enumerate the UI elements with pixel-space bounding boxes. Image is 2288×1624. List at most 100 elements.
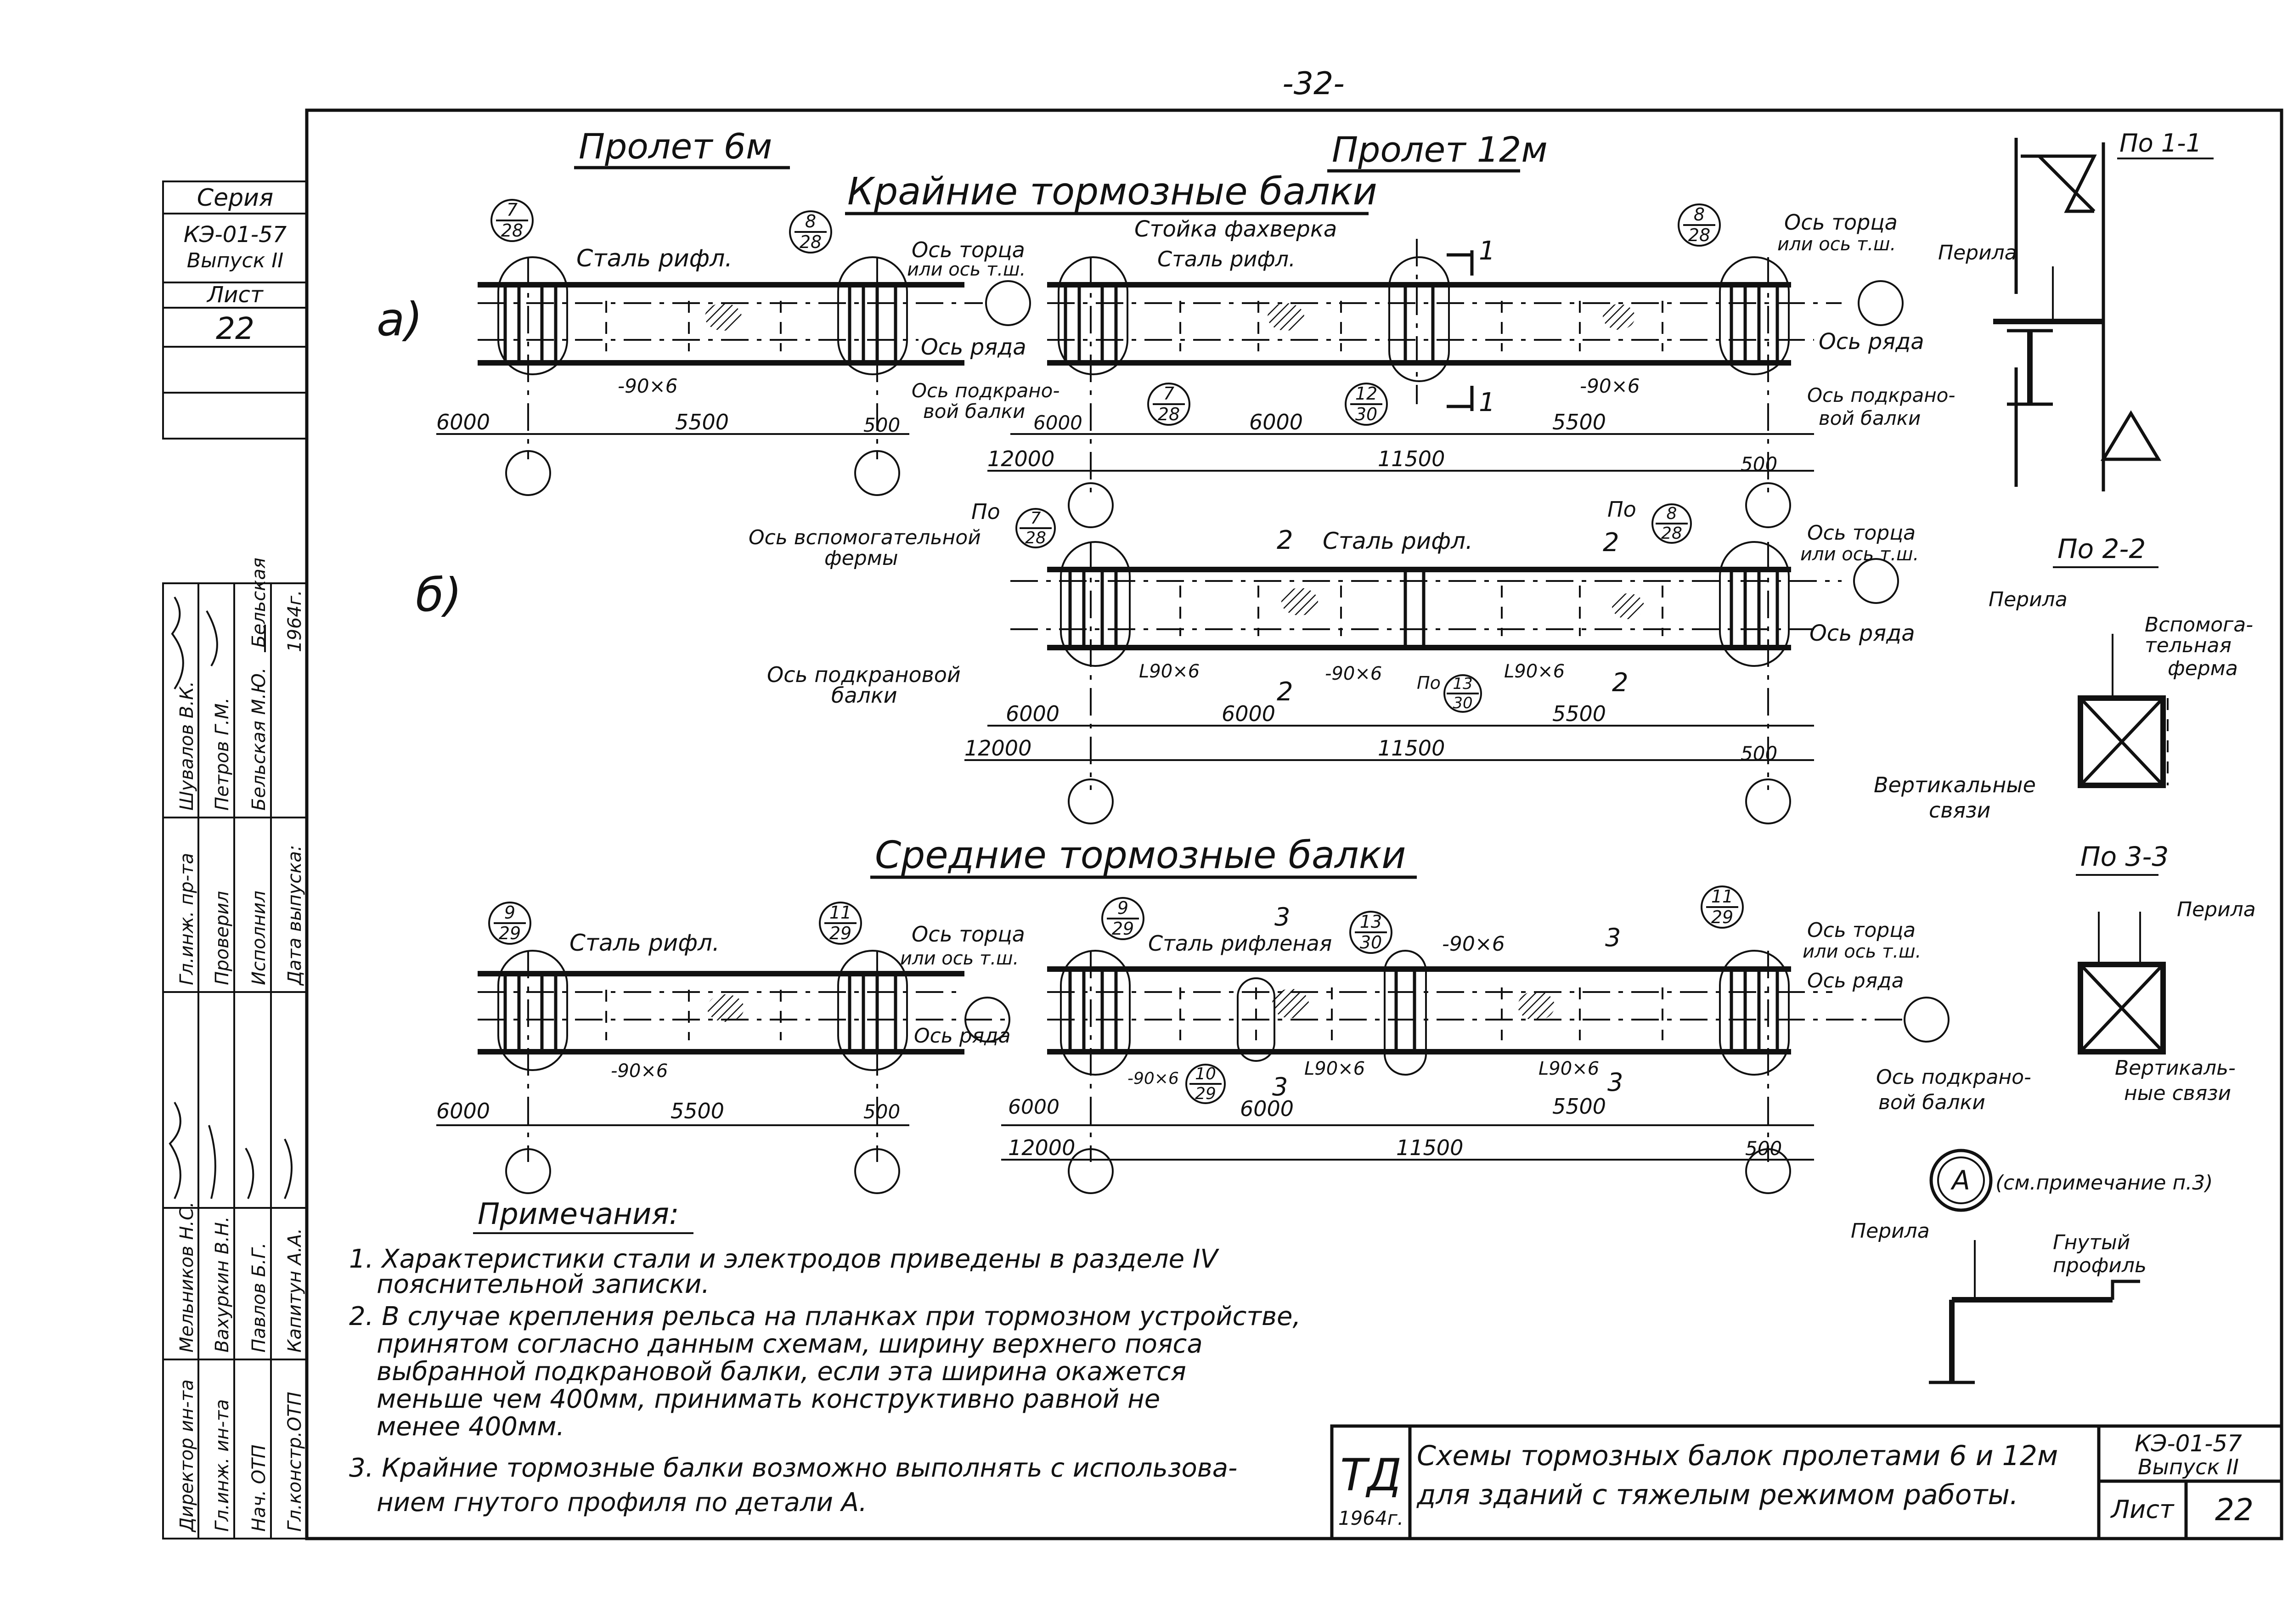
svg-text:7: 7	[1163, 383, 1174, 404]
callout-7-28-bottom: 7 28	[1147, 383, 1190, 426]
tb-sheet-label: Лист	[2110, 1495, 2175, 1524]
rack-label: Стойка фахверка	[1134, 216, 1337, 242]
role-4: Гл.констр.ОТП	[284, 1392, 305, 1532]
end-axis-a6: Ось торца	[912, 237, 1025, 262]
svg-text:30: 30	[1453, 694, 1472, 712]
end-axis-m12b: или ось т.ш.	[1803, 941, 1921, 962]
series-issue: Выпуск II	[187, 249, 283, 272]
svg-text:11: 11	[829, 902, 851, 923]
span12-title: Пролет 12м	[1332, 129, 1548, 170]
callout-13-30-b: 13 30	[1443, 674, 1482, 713]
dim-500-a12: 500	[1741, 453, 1777, 475]
end-axis-m6b: или ось т.ш.	[900, 948, 1019, 969]
signatures-row-2	[171, 596, 266, 690]
svg-text:29: 29	[829, 923, 851, 943]
beam-mid-span6	[436, 950, 1010, 1194]
railing-3: Перила	[2177, 898, 2256, 921]
note-3b: нием гнутого профиля по детали А.	[377, 1488, 867, 1517]
end-axis-a6b: или ось т.ш.	[907, 259, 1026, 280]
row-axis-m6: Ось ряда	[914, 1024, 1011, 1048]
name-2: Вахуркин В.Н.	[212, 1216, 233, 1353]
svg-text:13: 13	[1360, 912, 1382, 932]
dim-5500-m12: 5500	[1552, 1094, 1606, 1119]
svg-text:30: 30	[1355, 404, 1377, 424]
role2-1: Гл.инж. пр-та	[176, 853, 197, 985]
svg-text:11: 11	[1711, 886, 1733, 907]
dim-6000-a6: 6000	[436, 410, 490, 434]
role-1: Директор ин-та	[176, 1379, 197, 1533]
svg-text:29: 29	[1195, 1084, 1216, 1103]
plate-a6: -90×6	[618, 375, 678, 397]
aux-truss-1: Ось вспомогательной	[749, 526, 981, 549]
dim-12000-b: 12000	[964, 736, 1031, 761]
aux-truss-b: тельная	[2145, 634, 2232, 657]
dim-5500-m6: 5500	[671, 1099, 724, 1123]
angle-m12-1: L90×6	[1304, 1058, 1365, 1079]
callout-8-28-b: 8 28	[1651, 503, 1692, 544]
angle-m12-2: L90×6	[1538, 1058, 1599, 1079]
detail-a-note: (см.примечание п.3)	[1995, 1171, 2213, 1195]
callout-9-29-right: 9 29	[1101, 897, 1144, 940]
name2-2: Петров Г.М.	[212, 698, 233, 811]
steel-ribbed-a6: Сталь рифл.	[576, 245, 733, 272]
end-axis-bb: или ось т.ш.	[1800, 544, 1919, 565]
svg-text:29: 29	[1711, 907, 1733, 927]
dim-11500-m12: 11500	[1396, 1135, 1463, 1160]
middle-beams-title: Средние тормозные балки	[875, 834, 1406, 877]
sec3-bot-r: 3	[1607, 1068, 1623, 1097]
dim-6000b-m12: 6000	[1240, 1096, 1294, 1121]
svg-text:8: 8	[1694, 204, 1705, 225]
series-sheet-label: Лист	[206, 282, 264, 308]
name-4: Капитун А.А.	[284, 1228, 305, 1353]
plate-m12-top: -90×6	[1442, 932, 1505, 956]
sec3-bot-l: 3	[1272, 1072, 1288, 1101]
dim-500-m6: 500	[863, 1100, 900, 1123]
note-2e: менее 400мм.	[377, 1412, 564, 1442]
callout-7-28-top: 7 28	[490, 199, 534, 242]
tb-sheet-no: 22	[2215, 1492, 2254, 1528]
note-1a: 1. Характеристики стали и электродов при…	[349, 1244, 1219, 1274]
series-block: Серия КЭ-01-57 Выпуск II Лист 22	[162, 180, 308, 440]
svg-text:28: 28	[800, 232, 822, 252]
svg-text:10: 10	[1195, 1065, 1216, 1083]
sec3-top-l: 3	[1274, 902, 1290, 931]
svg-text:29: 29	[499, 923, 521, 943]
dim-5500-a12: 5500	[1552, 410, 1606, 434]
variant-a: а)	[377, 293, 423, 346]
tb-issue: Выпуск II	[2138, 1455, 2239, 1479]
signatures-row-1	[169, 1101, 293, 1199]
sec2-bot-l: 2	[1277, 677, 1293, 707]
dim-6000-a12: 6000	[1033, 412, 1082, 434]
row-axis-b: Ось ряда	[1809, 620, 1915, 646]
dim-12000-a12: 12000	[987, 446, 1054, 471]
series-code: КЭ-01-57	[184, 222, 287, 248]
dim-6000b-a12: 6000	[1249, 410, 1303, 434]
svg-text:29: 29	[1112, 919, 1134, 939]
aux-truss-c: ферма	[2168, 657, 2238, 680]
row-axis-a6: Ось ряда	[921, 334, 1026, 360]
plate-m6: -90×6	[611, 1060, 668, 1082]
section-2-2	[2078, 634, 2169, 788]
name2-1: Шувалов В.К.	[176, 681, 197, 811]
crane-axis-a12: Ось подкрано-	[1807, 384, 1956, 406]
dim-5500-a6: 5500	[675, 410, 729, 434]
svg-text:30: 30	[1360, 932, 1382, 953]
org-year: 1964г.	[1338, 1507, 1403, 1529]
beam-b	[964, 541, 1899, 824]
end-axis-b: Ось торца	[1807, 521, 1916, 545]
dim-6000b-b: 6000	[1222, 701, 1275, 726]
bent-profile-b: профиль	[2053, 1254, 2147, 1277]
note-3a: 3. Крайние тормозные балки возможно выпо…	[349, 1453, 1237, 1483]
callout-8-28-right: 8 28	[1678, 203, 1721, 247]
dim-11500-a12: 11500	[1378, 446, 1445, 471]
edge-beams-title: Крайние тормозные балки	[847, 170, 1377, 214]
po-7-28: По	[971, 499, 1000, 524]
dim-11500-b: 11500	[1378, 736, 1445, 761]
section-2-2-title: По 2-2	[2057, 533, 2146, 564]
po-13-30: По	[1417, 673, 1441, 693]
dim-6000-m12: 6000	[1008, 1095, 1059, 1119]
section-3-3	[2078, 912, 2166, 1054]
callout-8-28-top: 8 28	[789, 210, 832, 254]
aux-truss-2: фермы	[824, 547, 898, 570]
